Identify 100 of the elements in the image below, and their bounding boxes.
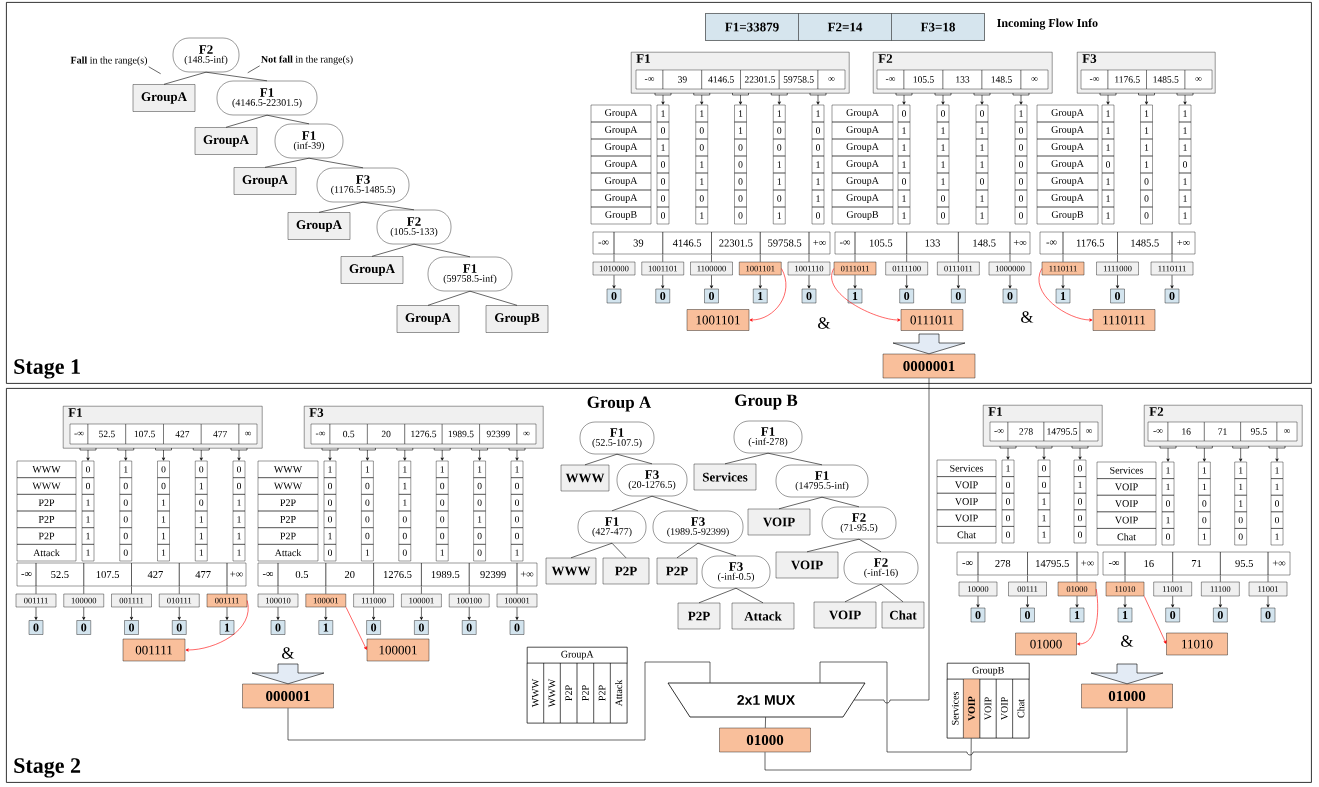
- connector-line: [1172, 575, 1173, 583]
- bitmap-box: 100010: [257, 593, 299, 608]
- bit-cell: 1: [811, 172, 825, 191]
- bit-cell: 1: [773, 104, 786, 123]
- bit-cell: 1: [398, 460, 411, 478]
- bit-cell: 0: [361, 510, 374, 528]
- bit-cell: 1: [975, 189, 989, 208]
- bit-cell: 0: [398, 527, 411, 545]
- bit-box: 0: [951, 288, 966, 304]
- row-label-cell: GroupA: [831, 155, 894, 174]
- bit-cell: 1: [1101, 138, 1115, 157]
- arrow: [1268, 445, 1286, 462]
- row-label-cell: GroupA: [1036, 172, 1099, 191]
- row-label-cell: VOIP: [936, 476, 997, 494]
- range-cell: 20: [367, 423, 405, 445]
- bitmap-box: 00111: [1008, 581, 1047, 597]
- branch-line: [205, 71, 268, 82]
- connector-line: [808, 254, 810, 263]
- range-cell: 39: [613, 231, 663, 255]
- arrow: [956, 274, 960, 289]
- arrow: [1123, 595, 1127, 608]
- range-cell: ∞: [1184, 69, 1213, 90]
- range-cell: 52.5: [35, 562, 84, 587]
- branch-line: [858, 538, 882, 553]
- row-label-cell: VOIP: [1096, 495, 1157, 512]
- block-arrow: [251, 663, 325, 685]
- bit-box: 0: [124, 620, 139, 635]
- row-label-cell: GroupA: [1036, 189, 1099, 208]
- arrow: [515, 606, 519, 620]
- bit-box: 0: [366, 620, 381, 635]
- bit-cell: 1: [1101, 206, 1115, 225]
- bit-box: 1: [318, 620, 333, 635]
- arrow: [1159, 445, 1177, 462]
- result-box: 01000: [1081, 683, 1173, 709]
- bit-cell: 0: [1014, 121, 1028, 140]
- bitmap-box: 11001: [1248, 581, 1288, 597]
- range-cell: 4146.5: [662, 231, 712, 255]
- bit-cell: 0: [1140, 189, 1153, 208]
- range-cell: +∞: [226, 562, 247, 587]
- table-cell: P2P: [576, 662, 594, 724]
- branch-line: [676, 542, 699, 559]
- bit-cell: 1: [232, 494, 246, 512]
- arrow: [82, 606, 86, 620]
- flow-cell: F3=18: [891, 13, 985, 41]
- bit-cell: 1: [1140, 104, 1153, 123]
- bit-cell: 1: [1178, 104, 1192, 123]
- arrow: [1232, 445, 1249, 462]
- range-cell: 1176.5: [1107, 69, 1147, 90]
- connector-line: [906, 254, 907, 263]
- class-box: VOIP: [813, 601, 877, 629]
- bit-cell: 1: [1140, 121, 1153, 140]
- class-box: GroupA: [194, 127, 258, 155]
- bit-cell: 0: [1178, 155, 1192, 174]
- bit-box: 0: [801, 288, 817, 304]
- class-box: Services: [693, 463, 757, 491]
- bit-cell: 1: [510, 460, 524, 478]
- row-label-cell: Chat: [1096, 528, 1157, 546]
- bit-cell: 0: [811, 138, 825, 157]
- bit-cell: 1: [473, 510, 486, 528]
- class-box: Attack: [731, 602, 795, 630]
- bit-cell: 1: [897, 155, 911, 174]
- bitmap-box: 1111000: [1096, 261, 1139, 276]
- range-cell: 1276.5: [373, 562, 422, 587]
- bit-cell: 0: [773, 121, 786, 140]
- table-cell: Chat: [1012, 678, 1030, 739]
- arrow: [177, 606, 181, 620]
- bit-cell: 0: [897, 172, 911, 191]
- branch-caption: Fall in the range(s): [70, 56, 147, 66]
- bit-cell: 1: [195, 544, 208, 562]
- result-box: 1001101: [686, 309, 750, 331]
- connector-line: [759, 254, 761, 263]
- bit-cell: 1: [936, 155, 950, 174]
- branch-line: [163, 71, 207, 85]
- bit-cell: 0: [1014, 206, 1028, 225]
- bit-cell: 0: [1234, 528, 1247, 546]
- bit-cell: 1: [1178, 172, 1192, 191]
- arrow: [467, 606, 471, 620]
- connector-line: [178, 586, 180, 595]
- bit-cell: 1: [436, 460, 449, 478]
- range-cell: -∞: [1039, 231, 1064, 255]
- bit-cell: 1: [1101, 189, 1115, 208]
- bit-cell: 0: [361, 527, 374, 545]
- bit-cell: 0: [1001, 509, 1015, 527]
- bit-cell: 0: [695, 189, 708, 208]
- bit-cell: 0: [119, 510, 132, 528]
- row-label-cell: WWW: [16, 460, 77, 478]
- bit-cell: 1: [1198, 478, 1211, 496]
- bit-cell: 1: [897, 138, 911, 157]
- bitmap-box: 1001101: [739, 261, 782, 276]
- class-box: GroupA: [396, 305, 460, 333]
- bit-cell: 0: [157, 477, 170, 495]
- range-cell: +∞: [808, 231, 831, 255]
- bit-cell: 0: [81, 477, 95, 495]
- bit-cell: 0: [436, 527, 449, 545]
- bit-cell: 1: [361, 460, 374, 478]
- range-cell: 0.5: [329, 423, 368, 445]
- arrow: [934, 92, 952, 105]
- bit-cell: 0: [695, 121, 708, 140]
- row-label-cell: GroupA: [590, 189, 652, 208]
- bitmap-box: 11100: [1201, 581, 1240, 597]
